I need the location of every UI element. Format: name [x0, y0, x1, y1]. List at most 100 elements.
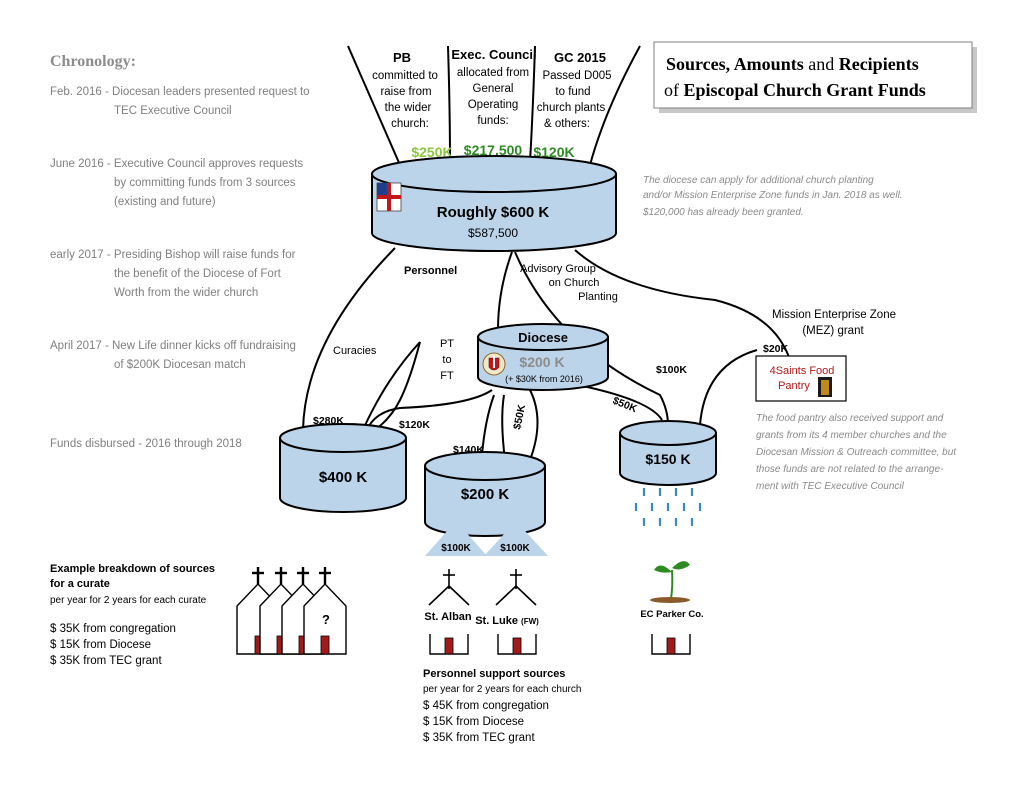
ec-parker-label: EC Parker Co.	[640, 609, 703, 620]
chronology-item: of $200K Diocesan match	[114, 359, 246, 371]
curacies-label: Curacies	[333, 345, 377, 357]
pantry-door-icon	[818, 377, 832, 397]
svg-text:FT: FT	[440, 370, 454, 382]
svg-text:per year for 2 years for each: per year for 2 years for each church	[423, 684, 581, 695]
svg-text:allocated from: allocated from	[457, 67, 529, 79]
svg-text:General: General	[473, 83, 514, 95]
chronology-item: by committing funds from 3 sources	[114, 177, 296, 189]
tank-200k: $200 K	[424, 451, 546, 537]
chronology-item: the benefit of the Diocese of Fort	[114, 268, 282, 280]
amount-120k: $120K	[533, 144, 574, 160]
svg-text:church plants: church plants	[537, 102, 606, 114]
question-mark: ?	[322, 612, 330, 627]
amount-50k-rotated: $50K	[511, 403, 528, 430]
svg-text:Diocesan Mission & Outreach co: Diocesan Mission & Outreach committee, b…	[756, 447, 957, 458]
diocese-sub: (+ $30K from 2016)	[505, 374, 583, 384]
personnel-support: Personnel support sources per year for 2…	[423, 668, 581, 744]
main-pool: Roughly $600 K $587,500	[371, 155, 617, 252]
amount-100k-luke: $100K	[500, 543, 530, 554]
chronology-item: Worth from the wider church	[114, 287, 258, 299]
diocese-amount: $200 K	[519, 354, 564, 370]
st-luke-label: St. Luke (FW)	[475, 615, 539, 627]
svg-text:Passed D005: Passed D005	[542, 70, 611, 82]
svg-text:the wider: the wider	[385, 102, 432, 114]
flow-lines	[302, 247, 791, 461]
svg-text:$ 35K from TEC grant: $ 35K from TEC grant	[50, 655, 162, 667]
main-pool-sub: $587,500	[468, 226, 518, 240]
svg-text:4Saints Food: 4Saints Food	[770, 365, 835, 377]
title-line-1: Sources, Amounts and Recipients	[666, 54, 919, 74]
chronology-item: early 2017 - Presiding Bishop will raise…	[50, 249, 296, 261]
church-ec-parker	[651, 634, 691, 655]
svg-text:PT: PT	[440, 338, 454, 350]
svg-text:(MEZ) grant: (MEZ) grant	[802, 325, 864, 337]
chronology-item: (existing and future)	[114, 196, 216, 208]
main-pool-label: Roughly $600 K	[437, 204, 550, 221]
svg-text:$ 15K from Diocese: $ 15K from Diocese	[423, 716, 524, 728]
chronology-item: Feb. 2016 - Diocesan leaders presented r…	[50, 86, 310, 98]
amount-140k: $140K	[453, 444, 484, 456]
svg-text:Mission Enterprise Zone: Mission Enterprise Zone	[772, 309, 896, 321]
tank-400k: $400 K	[279, 423, 407, 513]
svg-text:Personnel support sources: Personnel support sources	[423, 668, 565, 680]
rain-drops	[634, 488, 702, 526]
source-exec-council: Exec. Council allocated from General Ope…	[451, 47, 536, 158]
svg-text:Planting: Planting	[578, 291, 618, 303]
support-triangles: $100K $100K	[425, 521, 548, 556]
title-box: Sources, Amounts and Recipients of Episc…	[653, 41, 977, 113]
diocese-pool: Diocese $200 K (+ $30K from 2016)	[477, 323, 609, 391]
svg-text:Pantry: Pantry	[778, 380, 810, 392]
amount-100k-alban: $100K	[441, 543, 471, 554]
source-pb: PB committed to raise from the wider chu…	[372, 50, 453, 160]
source-gc-2015: GC 2015 Passed D005 to fund church plant…	[533, 50, 611, 160]
svg-text:$ 15K from Diocese: $ 15K from Diocese	[50, 639, 151, 651]
food-pantry: 4Saints Food Pantry	[755, 355, 847, 402]
personnel-label: Personnel	[404, 265, 457, 277]
svg-text:church:: church:	[391, 118, 429, 130]
svg-text:GC 2015: GC 2015	[554, 50, 606, 65]
svg-text:to fund: to fund	[555, 86, 590, 98]
amount-250k: $250K	[411, 144, 452, 160]
chronology-heading: Chronology:	[50, 53, 136, 70]
amount-120k-curate: $120K	[399, 419, 430, 431]
svg-text:raise from: raise from	[380, 86, 431, 98]
svg-text:& others:: & others:	[544, 118, 590, 130]
chronology-item: April 2017 - New Life dinner kicks off f…	[50, 340, 296, 352]
svg-text:Exec. Council: Exec. Council	[451, 47, 536, 62]
svg-text:grants from its 4 member chur: grants from its 4 member churches and th…	[756, 430, 947, 441]
svg-text:ment with TEC Executive Counci: ment with TEC Executive Council	[756, 481, 905, 492]
curate-churches: ?	[236, 567, 347, 655]
svg-text:committed to: committed to	[372, 70, 438, 82]
source-lines	[347, 45, 641, 166]
curate-breakdown: Example breakdown of sources for a curat…	[50, 563, 215, 667]
flow-label-texts: Personnel Advisory Group on Church Plant…	[333, 263, 896, 382]
amount-217500: $217,500	[464, 142, 523, 158]
amount-50k: $50K	[611, 395, 639, 416]
episcopal-flag-icon	[376, 182, 402, 212]
svg-text:The food pantry also received: The food pantry also received support an…	[756, 413, 944, 424]
svg-text:to: to	[442, 354, 451, 366]
church-icon-st-luke	[495, 569, 537, 606]
svg-text:Example breakdown of sources: Example breakdown of sources	[50, 563, 215, 575]
diocese-seal-icon	[482, 352, 506, 376]
svg-text:per year for 2 years for each: per year for 2 years for each curate	[50, 595, 207, 606]
sprout-icon	[650, 561, 690, 603]
church-icon-st-alban	[428, 569, 470, 606]
title-line-2: of Episcopal Church Grant Funds	[664, 80, 926, 100]
svg-text:The diocese can apply for addi: The diocese can apply for additional chu…	[643, 175, 874, 186]
amount-100k: $100K	[656, 364, 687, 376]
svg-text:and/or Mission Enterprise Zone: and/or Mission Enterprise Zone funds in …	[643, 190, 903, 201]
church-icon: ?	[303, 567, 347, 655]
tank-400k-label: $400 K	[319, 469, 368, 486]
svg-text:$ 45K from congregation: $ 45K from congregation	[423, 700, 549, 712]
amount-280k: $280K	[313, 415, 344, 427]
amount-20k: $20K	[763, 343, 789, 355]
tank-150k-label: $150 K	[645, 451, 690, 467]
chronology-item: TEC Executive Council	[114, 105, 232, 117]
church-building-alban	[429, 634, 469, 655]
church-building-luke	[497, 634, 537, 655]
tank-150k: $150 K	[619, 420, 717, 486]
svg-text:$ 35K from TEC grant: $ 35K from TEC grant	[423, 732, 535, 744]
svg-text:Advisory Group: Advisory Group	[520, 263, 596, 275]
